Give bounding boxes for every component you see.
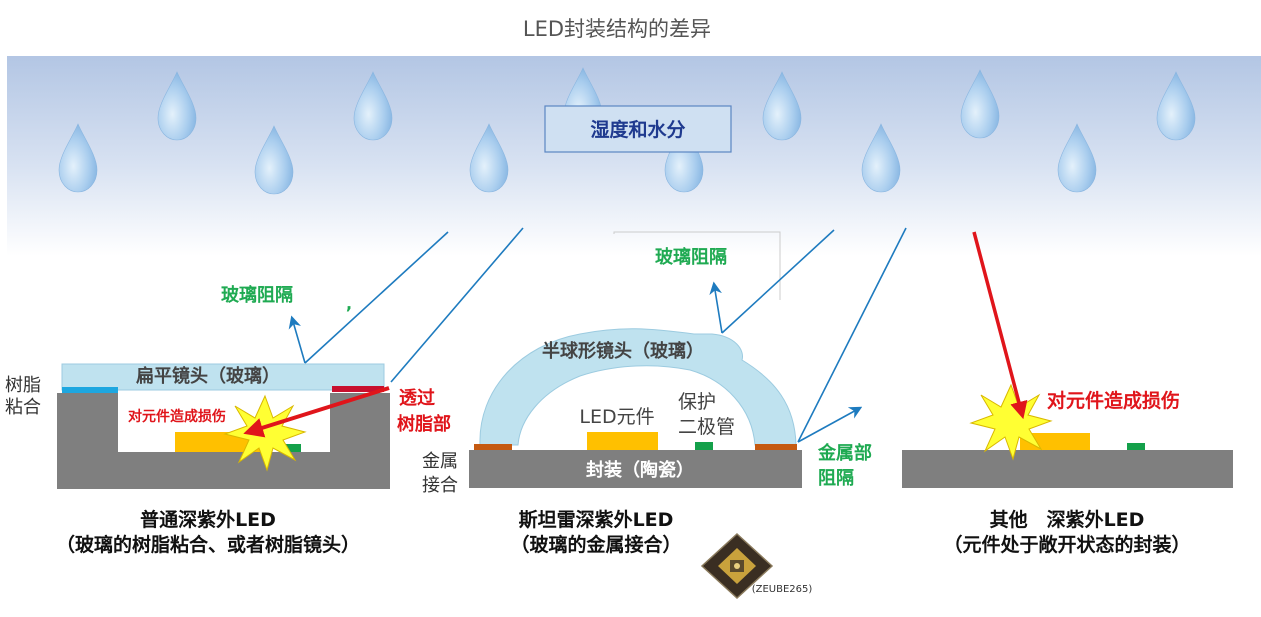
left-package	[57, 363, 390, 489]
left-reflected-ray	[288, 315, 306, 364]
middle-reflected-ray	[709, 281, 723, 334]
protection-diode	[1127, 443, 1145, 450]
left-penetrate-label-1: 透过	[399, 387, 435, 409]
led-chip	[587, 432, 658, 450]
right-caption-1: 其他 深紫外LED	[990, 508, 1145, 531]
left-resin-label-2: 粘合	[5, 397, 41, 418]
middle-incoming-ray-2	[797, 227, 907, 443]
right-damage-label: 对元件造成损伤	[1047, 389, 1180, 412]
package-body	[57, 393, 390, 489]
metal-joint-right	[755, 444, 797, 450]
hemispherical-glass-lens	[479, 328, 797, 446]
middle-metal-joint-1: 金属	[422, 451, 458, 472]
flat-glass-lens	[61, 363, 385, 391]
middle-metal-joint-2: 接合	[422, 475, 458, 496]
resin-layer-right	[332, 386, 384, 392]
left-lens-label: 扁平镜头（玻璃）	[136, 365, 280, 387]
metal-joint-left	[474, 444, 512, 450]
middle-caption-2: （玻璃的金属接合）	[510, 533, 681, 556]
middle-reflected-ray-2	[797, 406, 863, 443]
left-barrier-label: 玻璃阻隔	[221, 284, 293, 306]
left-caption-1: 普通深紫外LED	[140, 508, 276, 531]
moisture-label: 湿度和水分	[590, 118, 685, 141]
protection-diode	[285, 444, 301, 452]
page-title: LED封装结构的差异	[523, 17, 711, 41]
middle-barrier-label: 玻璃阻隔	[655, 246, 727, 268]
moisture-band	[7, 56, 1261, 256]
ceramic-package	[469, 450, 802, 488]
right-package	[902, 384, 1233, 488]
middle-package	[469, 328, 802, 488]
left-damage-label: 对元件造成损伤	[128, 408, 226, 425]
middle-label-frame	[613, 231, 781, 300]
middle-package-label: 封装（陶瓷）	[586, 459, 694, 481]
damage-burst	[970, 384, 1052, 460]
resin-layer-left	[62, 387, 118, 393]
left-penetrate-label-2: 树脂部	[397, 413, 451, 435]
middle-diode-label-1: 保护	[678, 391, 716, 413]
middle-caption-1: 斯坦雷深紫外LED	[519, 508, 674, 531]
left-incoming-ray	[304, 231, 449, 364]
right-damage-arrow	[972, 231, 1028, 420]
left-penetrating-ray	[390, 227, 524, 383]
product-image	[700, 532, 774, 600]
moisture-label-box	[544, 105, 732, 153]
left-resin-label-1: 树脂	[5, 375, 41, 396]
protection-diode	[695, 442, 713, 450]
product-code: (ZEUBE265)	[752, 584, 813, 595]
middle-diode-label-2: 二极管	[678, 416, 735, 438]
middle-metal-barrier-1: 金属部	[817, 442, 872, 464]
right-caption-2: （元件处于敞开状态的封装）	[943, 533, 1190, 556]
left-damage-arrow	[243, 386, 390, 438]
middle-metal-barrier-2: 阻隔	[818, 468, 854, 489]
left-caption-2: （玻璃的树脂粘合、或者树脂镜头）	[56, 533, 360, 556]
left-barrier-tick: ,	[346, 294, 352, 313]
middle-lens-label: 半球形镜头（玻璃）	[542, 340, 704, 362]
middle-led-label: LED元件	[579, 406, 654, 428]
open-package-body	[902, 450, 1233, 488]
middle-incoming-ray	[721, 229, 835, 334]
